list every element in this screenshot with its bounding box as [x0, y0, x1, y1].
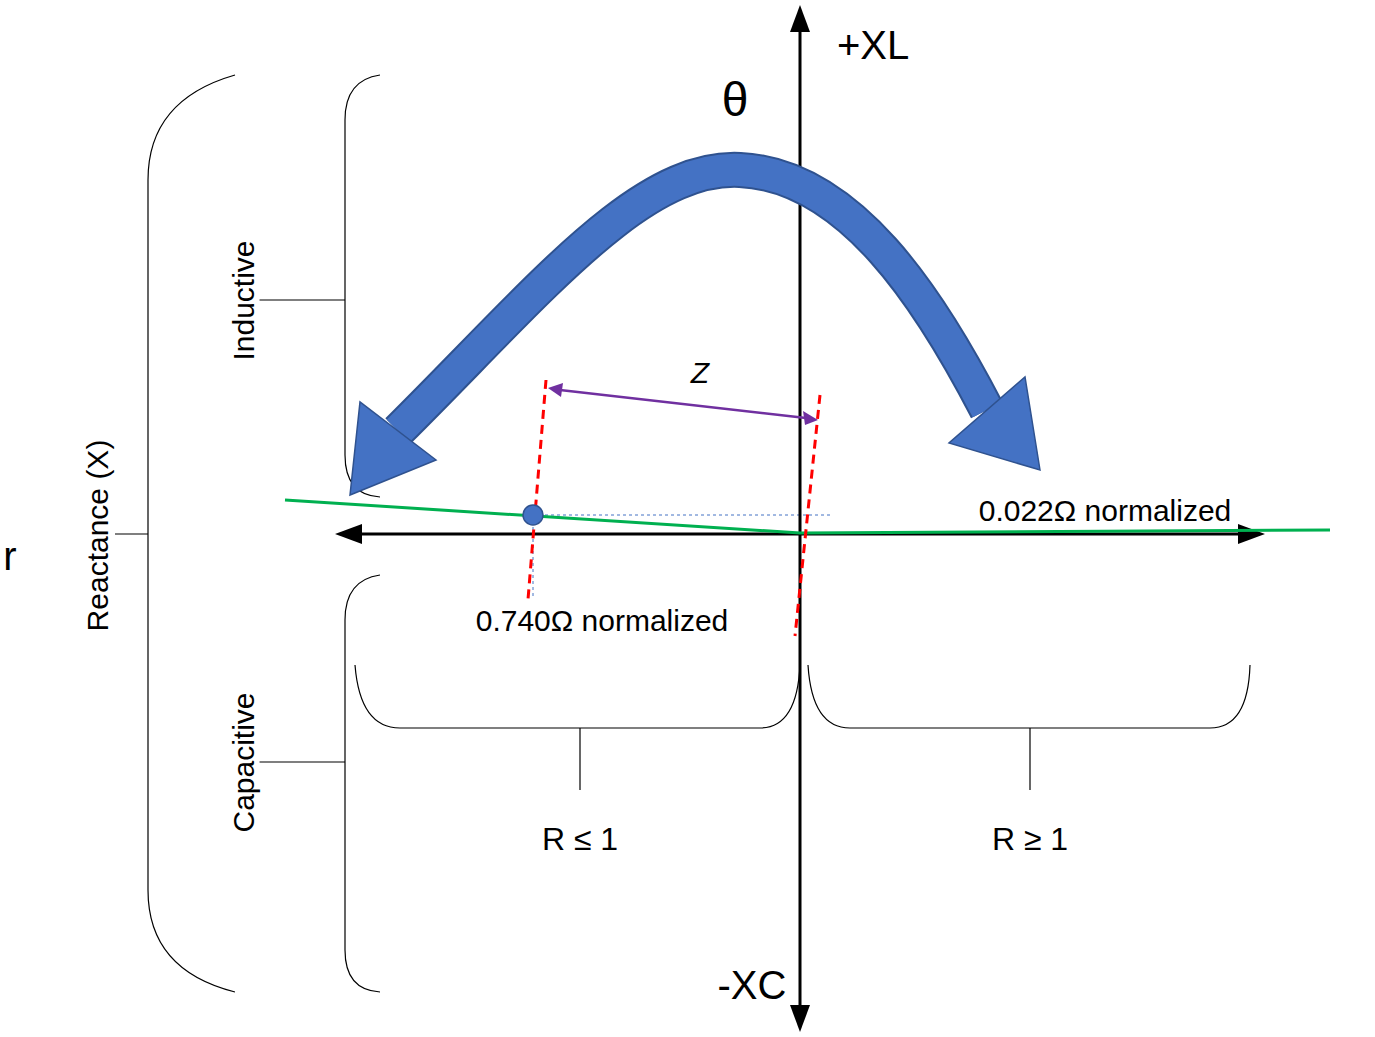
- arrowhead: [949, 377, 1040, 470]
- axis-arrowhead: [790, 1005, 810, 1032]
- arrow-outline: [398, 170, 987, 431]
- axes: [335, 5, 1265, 1032]
- angle-symbol: θ: [720, 74, 751, 127]
- range-label: R ≥ 1: [990, 822, 1070, 857]
- capacitive-bracket: [345, 575, 380, 992]
- low-resistance-bracket: [355, 665, 800, 728]
- stray-letter: r: [1, 534, 18, 578]
- arrowhead: [350, 402, 436, 495]
- axis-arrowhead: [335, 524, 362, 544]
- arrowhead: [548, 383, 563, 397]
- region-label: Capacitive: [226, 690, 259, 834]
- bracket-tick: [1029, 728, 1030, 790]
- arrowhead: [803, 411, 818, 425]
- region-label: Inductive: [226, 238, 259, 362]
- axis-arrowhead: [1238, 524, 1265, 544]
- impedance-label: Z: [689, 356, 711, 389]
- rotation-arrow: [350, 170, 1040, 495]
- high-resistance-bracket: [808, 665, 1250, 728]
- value-label: 0.022Ω normalized: [977, 494, 1234, 527]
- bracket-tick: [255, 761, 345, 762]
- range-label: R ≤ 1: [540, 822, 620, 857]
- axis-title: Reactance (X): [81, 437, 114, 633]
- bracket-tick: [579, 728, 580, 790]
- guide-line: [533, 515, 534, 597]
- bracket-tick: [115, 533, 148, 534]
- brackets: [115, 75, 1250, 992]
- impedance-point: [523, 505, 543, 525]
- axis-label: -XC: [716, 963, 789, 1007]
- impedance-arrow: [560, 390, 806, 418]
- guide-line: [533, 515, 830, 516]
- axis-label: +XL: [835, 23, 911, 67]
- value-label: 0.740Ω normalized: [474, 604, 731, 637]
- red-dashed-line: [795, 395, 820, 636]
- bracket-tick: [255, 299, 345, 300]
- axis-arrowhead: [790, 5, 810, 32]
- reactance-bracket: [148, 75, 235, 992]
- arrow-body: [398, 170, 987, 431]
